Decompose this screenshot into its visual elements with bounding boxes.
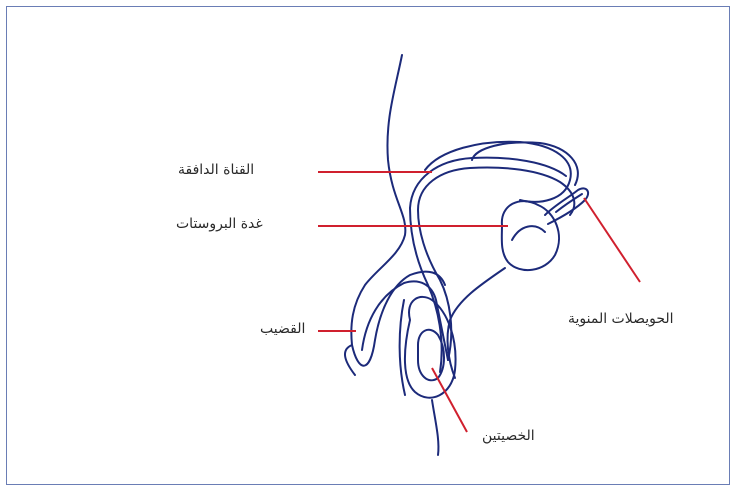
leader-seminal-vesicles bbox=[584, 198, 640, 282]
body-contour bbox=[345, 55, 405, 375]
prostate-inner bbox=[512, 226, 545, 240]
bladder-top bbox=[472, 142, 578, 185]
label-prostate: غدة البروستات bbox=[176, 216, 263, 232]
label-penis: القضيب bbox=[260, 321, 305, 337]
label-testicles: الخصيتين bbox=[482, 428, 535, 444]
leg-contour-2 bbox=[400, 300, 405, 395]
label-vas-deferens: القناة الدافقة bbox=[178, 162, 254, 178]
vas-deferens-inner bbox=[410, 158, 566, 372]
leg-contour bbox=[432, 400, 438, 455]
leader-testicles bbox=[432, 368, 467, 432]
label-seminal-vesicles: الحويصلات المنوية bbox=[568, 311, 674, 327]
